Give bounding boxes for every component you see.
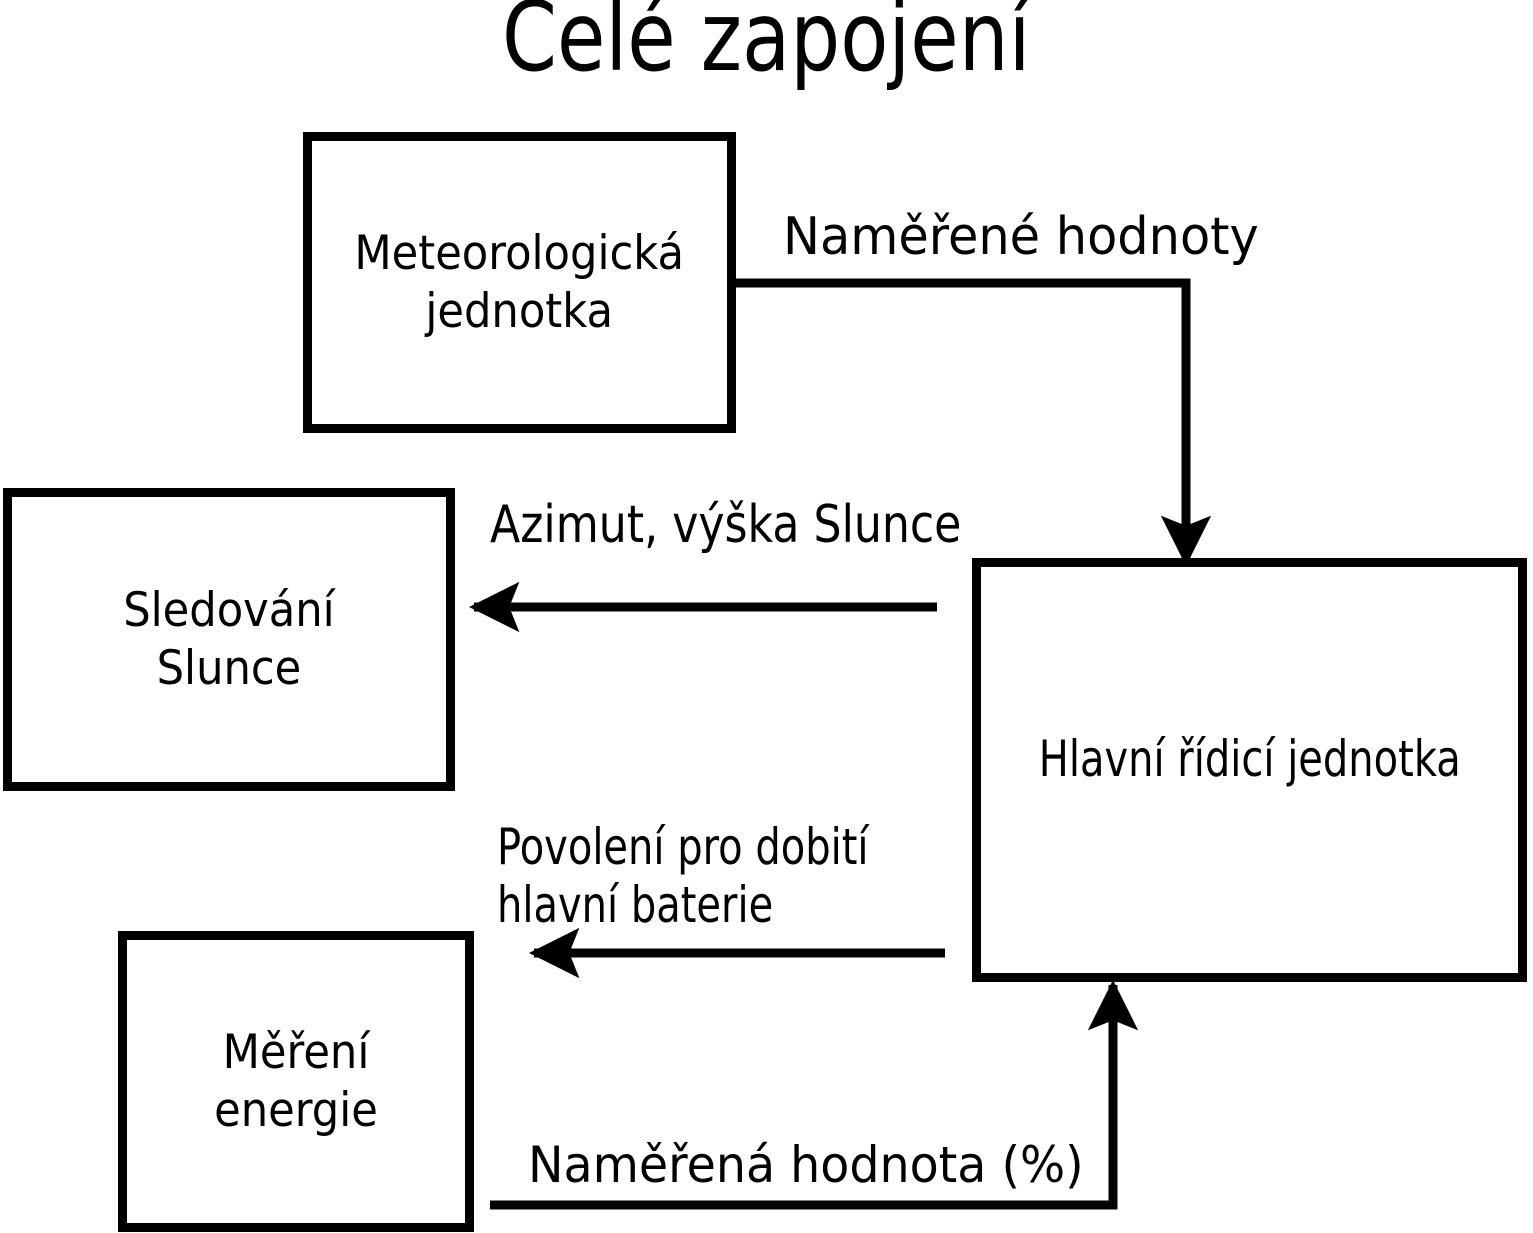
page-title-text: Celé zapojení: [502, 0, 1031, 93]
azimuth-elevation-arrow-label: Azimut, výška Slunce: [490, 494, 1045, 556]
azimuth-elevation-arrow-label-text: Azimut, výška Slunce: [490, 495, 962, 555]
measured-percentage-arrow-label-text: Naměřená hodnota (%): [528, 1136, 1084, 1194]
meteo-unit-label-line2: jednotka: [425, 283, 614, 339]
measured-values-arrow-label-text: Naměřené hodnoty: [783, 207, 1259, 267]
measured-percentage-arrow-label: Naměřená hodnota (%): [528, 1135, 1113, 1195]
main-control-unit-label: Hlavní řídicí jednotka: [1038, 729, 1461, 788]
sun-tracking-label-line2: Slunce: [156, 640, 302, 696]
arrow-measured-values: [732, 278, 1212, 567]
energy-measurement-label-line1: Měření: [222, 1025, 370, 1081]
arrow-measured-percentage: [490, 979, 1139, 1210]
main-control-unit-box: Hlavní řídicí jednotka: [972, 558, 1527, 982]
page-title: Celé zapojení: [0, 0, 1533, 85]
measured-values-arrow-label: Naměřené hodnoty: [783, 206, 1284, 268]
meteo-unit-label-line1: Meteorologická: [354, 226, 685, 282]
charge-permission-label-line2: hlavní baterie: [497, 876, 774, 934]
sun-tracking-label-line1: Sledování: [123, 583, 335, 639]
energy-measurement-label-line2: energie: [214, 1082, 378, 1138]
charge-permission-label-line1: Povolení pro dobití: [497, 818, 869, 876]
